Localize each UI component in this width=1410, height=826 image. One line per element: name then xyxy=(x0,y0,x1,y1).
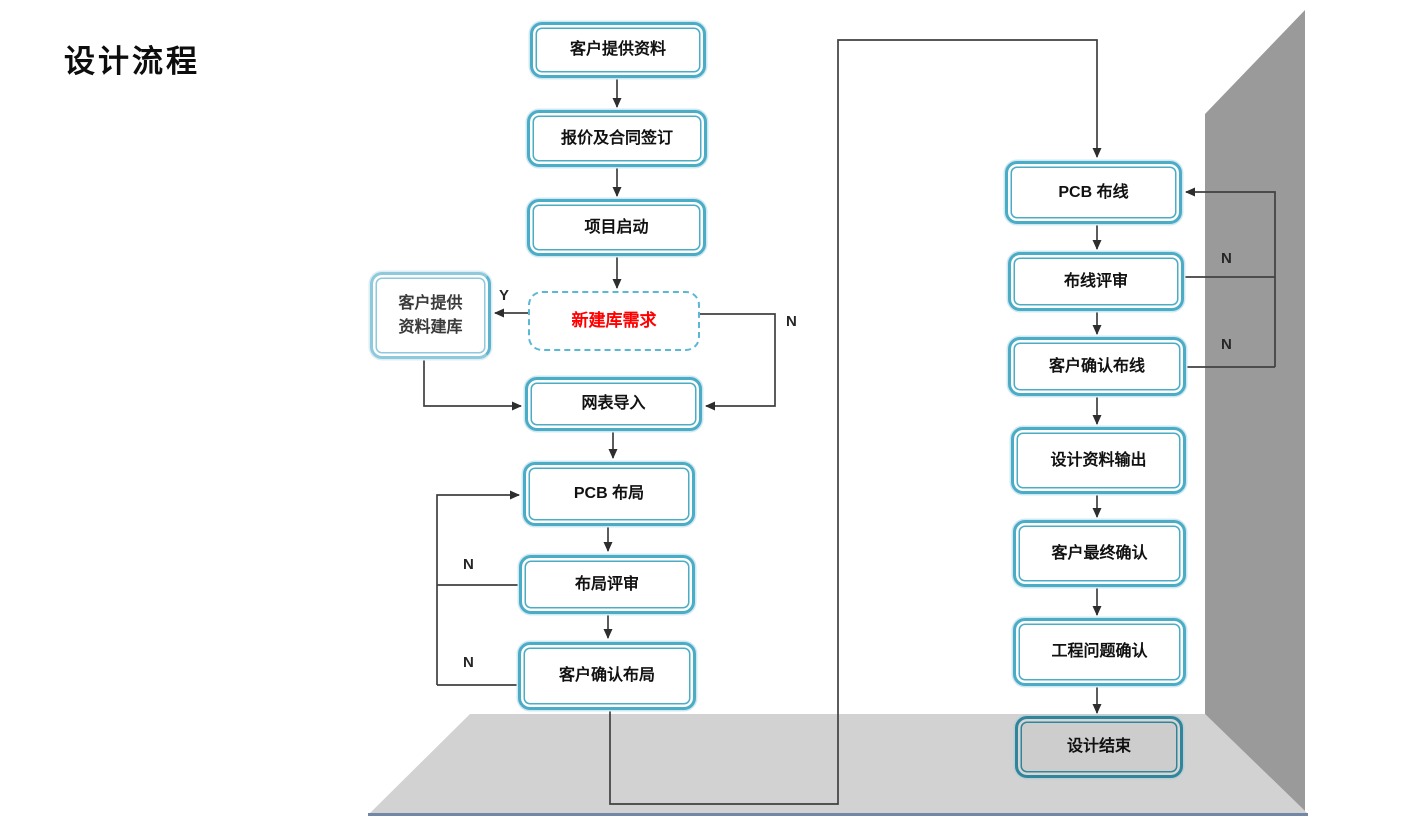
node-pcb-routing: PCB 布线 xyxy=(1005,161,1182,224)
node-label: 报价及合同签订 xyxy=(560,129,673,147)
node-customer-lib: 客户提供 资料建库 xyxy=(370,272,491,359)
conn-loop-into-layout xyxy=(436,490,520,685)
node-customer-final-confirm: 客户最终确认 xyxy=(1013,520,1186,587)
branch-label-no-routing-review: N xyxy=(1221,250,1232,267)
node-netlist-import: 网表导入 xyxy=(525,377,702,431)
branch-label-no-decision: N xyxy=(786,313,797,330)
node-label: 布线评审 xyxy=(1063,272,1128,290)
node-project-start: 项目启动 xyxy=(527,199,706,256)
node-routing-review: 布线评审 xyxy=(1008,252,1184,311)
node-design-end: 设计结束 xyxy=(1015,716,1183,778)
conn-decision-no xyxy=(700,313,776,411)
node-label: 网表导入 xyxy=(581,395,646,413)
branch-label-yes: Y xyxy=(499,287,510,304)
node-design-output: 设计资料输出 xyxy=(1011,427,1186,494)
node-label: 客户提供资料 xyxy=(569,41,666,59)
node-label: 客户确认布线 xyxy=(1048,357,1145,375)
branch-label-no-routing-confirm: N xyxy=(1221,336,1232,353)
node-label: 项目启动 xyxy=(584,218,649,236)
node-label: PCB 布局 xyxy=(573,485,645,503)
node-label: 客户确认布局 xyxy=(558,667,655,685)
node-engineering-issue-confirm: 工程问题确认 xyxy=(1013,618,1186,686)
node-customer-confirm-layout: 客户确认布局 xyxy=(518,642,696,710)
conn-sidebox-to-netlist xyxy=(423,359,522,411)
node-layout-review: 布局评审 xyxy=(519,555,695,614)
node-label: 客户最终确认 xyxy=(1051,544,1148,562)
node-label: 新建库需求 xyxy=(571,310,657,330)
node-label: PCB 布线 xyxy=(1058,183,1129,201)
node-label-line1: 客户提供 xyxy=(398,295,463,313)
flow-connectors xyxy=(423,39,1276,805)
node-pcb-layout: PCB 布局 xyxy=(523,462,695,526)
conn-confirm-layout-to-routing xyxy=(609,39,1102,805)
node-new-lib-decision: 新建库需求 xyxy=(528,291,700,351)
branch-label-no-layout-review: N xyxy=(463,556,474,573)
conn-loop-into-routing xyxy=(1185,187,1276,367)
node-label: 设计资料输出 xyxy=(1050,451,1147,469)
node-customer-confirm-routing: 客户确认布线 xyxy=(1008,337,1186,396)
wall-plane xyxy=(1205,10,1305,811)
branch-label-no-layout-confirm: N xyxy=(463,654,474,671)
node-label: 设计结束 xyxy=(1066,738,1131,756)
page-title: 设计流程 xyxy=(64,44,200,79)
node-label-line2: 资料建库 xyxy=(398,318,463,336)
node-quote-contract: 报价及合同签订 xyxy=(527,110,707,167)
node-customer-data: 客户提供资料 xyxy=(530,22,706,78)
node-label: 布局评审 xyxy=(574,575,639,593)
node-label: 工程问题确认 xyxy=(1051,643,1148,661)
